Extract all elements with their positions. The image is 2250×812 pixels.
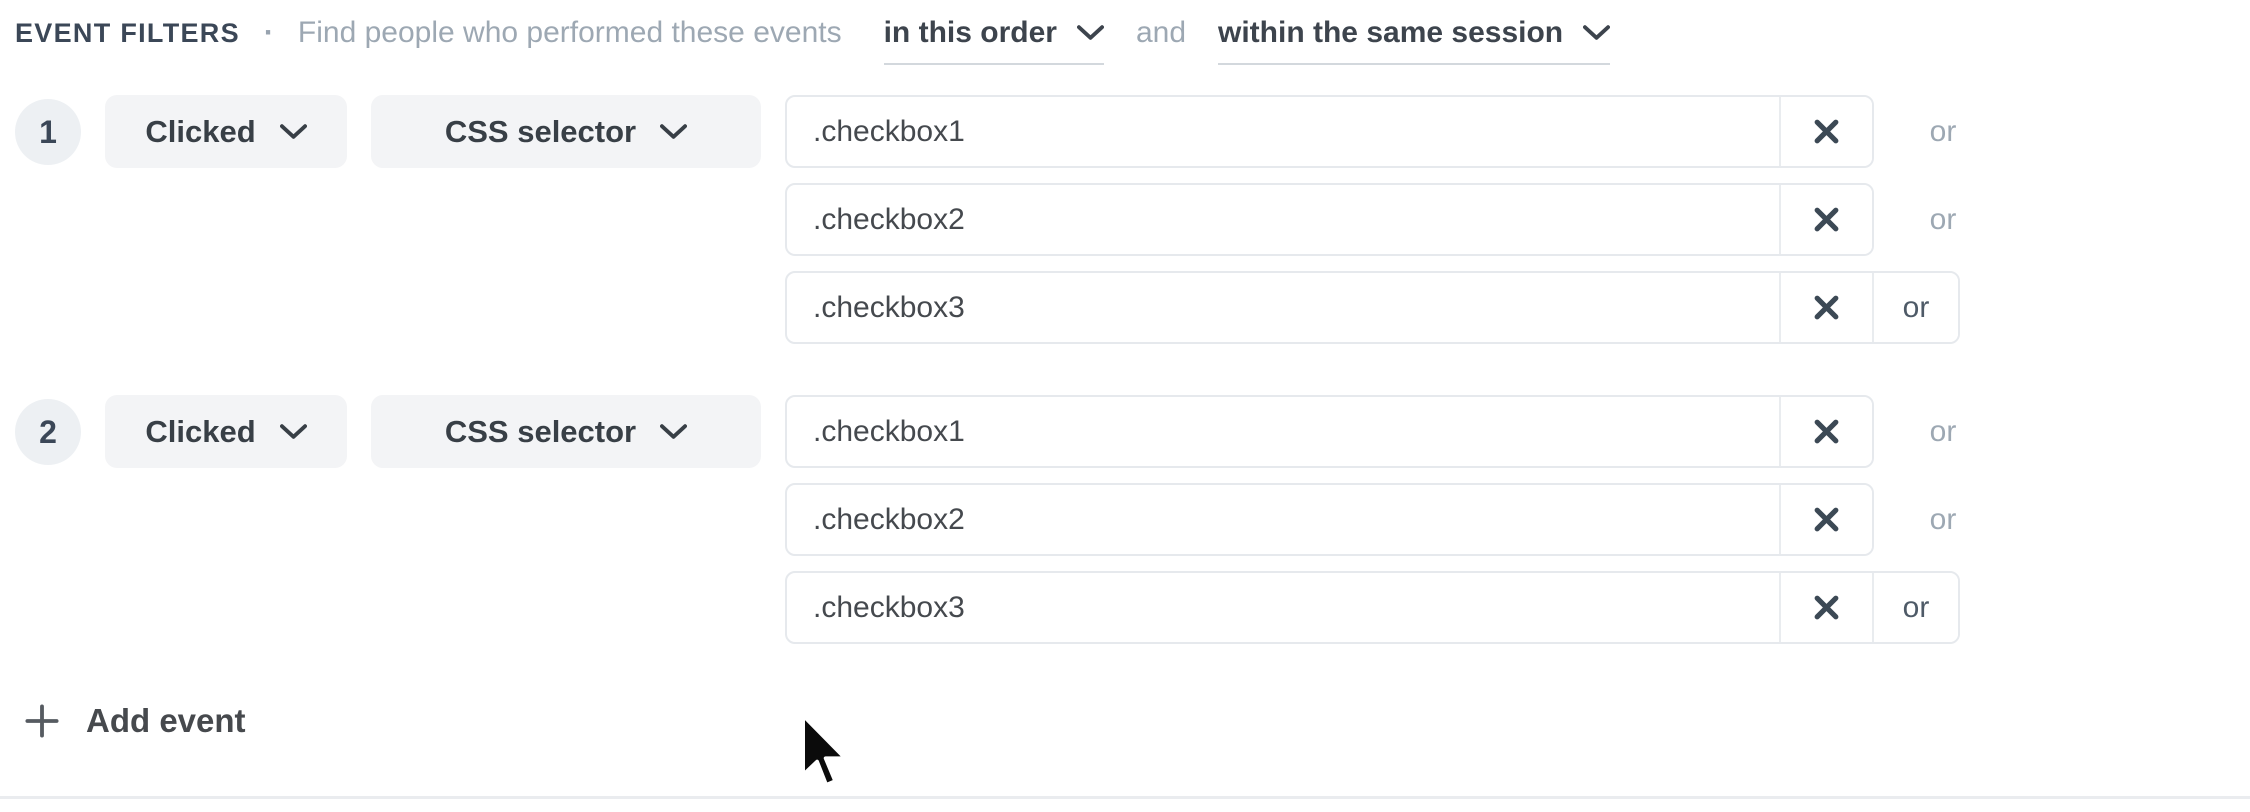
selector-row: or (785, 483, 1986, 556)
css-selector-input[interactable] (787, 397, 1779, 466)
clear-selector-button[interactable] (1779, 185, 1872, 254)
selector-row: or (785, 571, 1986, 644)
close-icon (1814, 419, 1839, 444)
selector-list: or or or (785, 95, 1986, 344)
header-description: Find people who performed these events (297, 16, 842, 49)
chevron-down-icon (660, 123, 688, 139)
or-label: or (1929, 502, 1957, 536)
css-selector-input[interactable] (787, 97, 1779, 166)
css-selector-input[interactable] (787, 485, 1779, 554)
add-or-selector-button[interactable]: or (1872, 273, 1958, 342)
chevron-down-icon (660, 423, 688, 439)
selector-group (785, 95, 1874, 168)
chevron-down-icon (279, 423, 307, 439)
selector-group: or (785, 271, 1960, 344)
or-label: or (1929, 114, 1957, 148)
clear-selector-button[interactable] (1779, 485, 1872, 554)
order-dropdown[interactable]: in this order (883, 16, 1104, 65)
clear-selector-button[interactable] (1779, 273, 1872, 342)
selector-row: or (785, 95, 1986, 168)
add-event-button[interactable]: Add event (24, 702, 246, 740)
close-icon (1814, 295, 1839, 320)
add-event-label: Add event (86, 702, 246, 739)
add-or-selector-button[interactable]: or (1872, 573, 1958, 642)
conjunction-label: and (1135, 16, 1187, 49)
or-label: or (1929, 202, 1957, 236)
close-icon (1814, 507, 1839, 532)
event-action-value: Clicked (145, 413, 256, 449)
session-dropdown[interactable]: within the same session (1218, 16, 1611, 65)
clear-selector-button[interactable] (1779, 97, 1872, 166)
selector-list: or or or (785, 395, 1986, 644)
section-title: EVENT FILTERS (15, 18, 240, 48)
event-match-type-dropdown[interactable]: CSS selector (371, 395, 761, 468)
session-dropdown-value: within the same session (1218, 16, 1564, 49)
plus-icon (25, 704, 59, 738)
clear-selector-button[interactable] (1779, 397, 1872, 466)
selector-group (785, 483, 1874, 556)
clear-selector-button[interactable] (1779, 573, 1872, 642)
selector-row: or (785, 271, 1986, 344)
divider (0, 796, 2250, 799)
selector-row: or (785, 395, 1986, 468)
event-match-type-dropdown[interactable]: CSS selector (371, 95, 761, 168)
chevron-down-icon (279, 123, 307, 139)
event-filter-2: 2 Clicked CSS selector or or (0, 395, 2250, 644)
event-action-dropdown[interactable]: Clicked (105, 395, 347, 468)
event-filters-header: EVENT FILTERS · Find people who performe… (0, 0, 2250, 65)
or-label: or (1929, 414, 1957, 448)
selector-group: or (785, 571, 1960, 644)
order-dropdown-value: in this order (883, 16, 1057, 49)
event-action-dropdown[interactable]: Clicked (105, 95, 347, 168)
css-selector-input[interactable] (787, 185, 1779, 254)
event-match-type-value: CSS selector (444, 113, 637, 149)
css-selector-input[interactable] (787, 273, 1779, 342)
event-match-type-value: CSS selector (444, 413, 637, 449)
close-icon (1814, 207, 1839, 232)
selector-row: or (785, 183, 1986, 256)
chevron-down-icon (1583, 25, 1611, 40)
selector-group (785, 183, 1874, 256)
event-filter-1: 1 Clicked CSS selector or or (0, 95, 2250, 344)
separator-dot: · (263, 16, 274, 49)
mouse-cursor-icon (801, 713, 848, 787)
event-index-badge: 2 (15, 399, 81, 465)
close-icon (1814, 119, 1839, 144)
close-icon (1814, 595, 1839, 620)
css-selector-input[interactable] (787, 573, 1779, 642)
event-index-badge: 1 (15, 99, 81, 165)
chevron-down-icon (1076, 25, 1104, 40)
event-action-value: Clicked (145, 113, 256, 149)
selector-group (785, 395, 1874, 468)
